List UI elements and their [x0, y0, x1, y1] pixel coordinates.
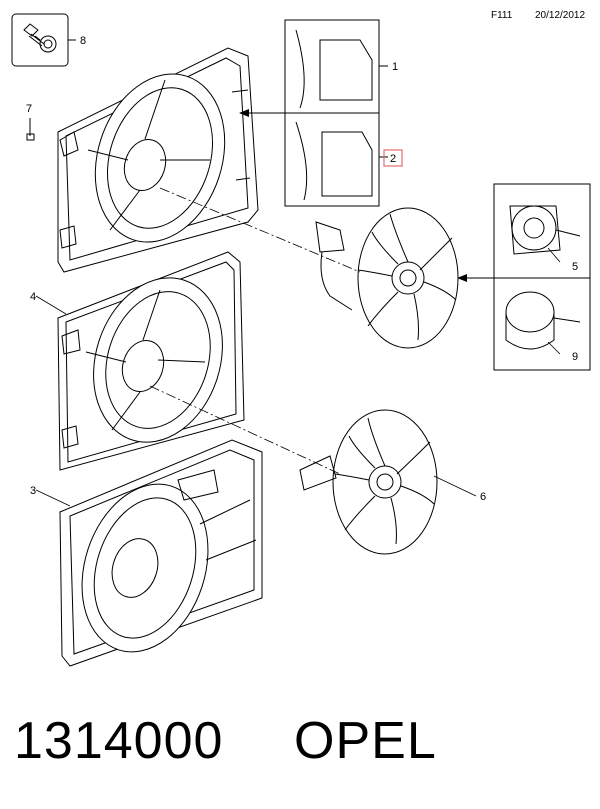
fan-shroud-4	[57, 251, 245, 471]
motor-detail-box	[493, 183, 591, 371]
callout-2: 2	[390, 153, 396, 165]
assembly-lines	[149, 187, 361, 475]
fan-shroud-3	[59, 439, 263, 667]
callout-9: 9	[572, 351, 578, 363]
callout-4: 4	[30, 291, 36, 303]
reference-arrows	[239, 109, 494, 282]
bolt-7	[26, 118, 35, 141]
fan-blade-top	[315, 207, 459, 349]
callout-3: 3	[30, 485, 36, 497]
drawing-date: 20/12/2012	[535, 10, 586, 21]
callout-labels: 1 2 3 4 5 6 7 8 9	[26, 35, 578, 503]
fan-shroud-top	[57, 47, 259, 273]
leader-lines	[35, 247, 561, 507]
callout-6: 6	[480, 491, 486, 503]
callout-1: 1	[392, 61, 398, 73]
callout-5: 5	[572, 261, 578, 273]
parts-diagram: 1 2 3 4 5 6 7 8 9	[11, 13, 591, 667]
callout-7: 7	[26, 103, 32, 115]
screw-detail	[11, 13, 76, 67]
footer: 1314000 OPEL	[14, 706, 594, 776]
fan-blade-6	[299, 409, 438, 555]
brand-name: OPEL	[294, 712, 437, 770]
part-number: 1314000	[14, 712, 224, 770]
callout-8: 8	[80, 35, 86, 47]
highlight-box-2	[383, 149, 403, 167]
drawing-code: F111	[491, 10, 513, 21]
clip-detail-box	[284, 19, 403, 207]
